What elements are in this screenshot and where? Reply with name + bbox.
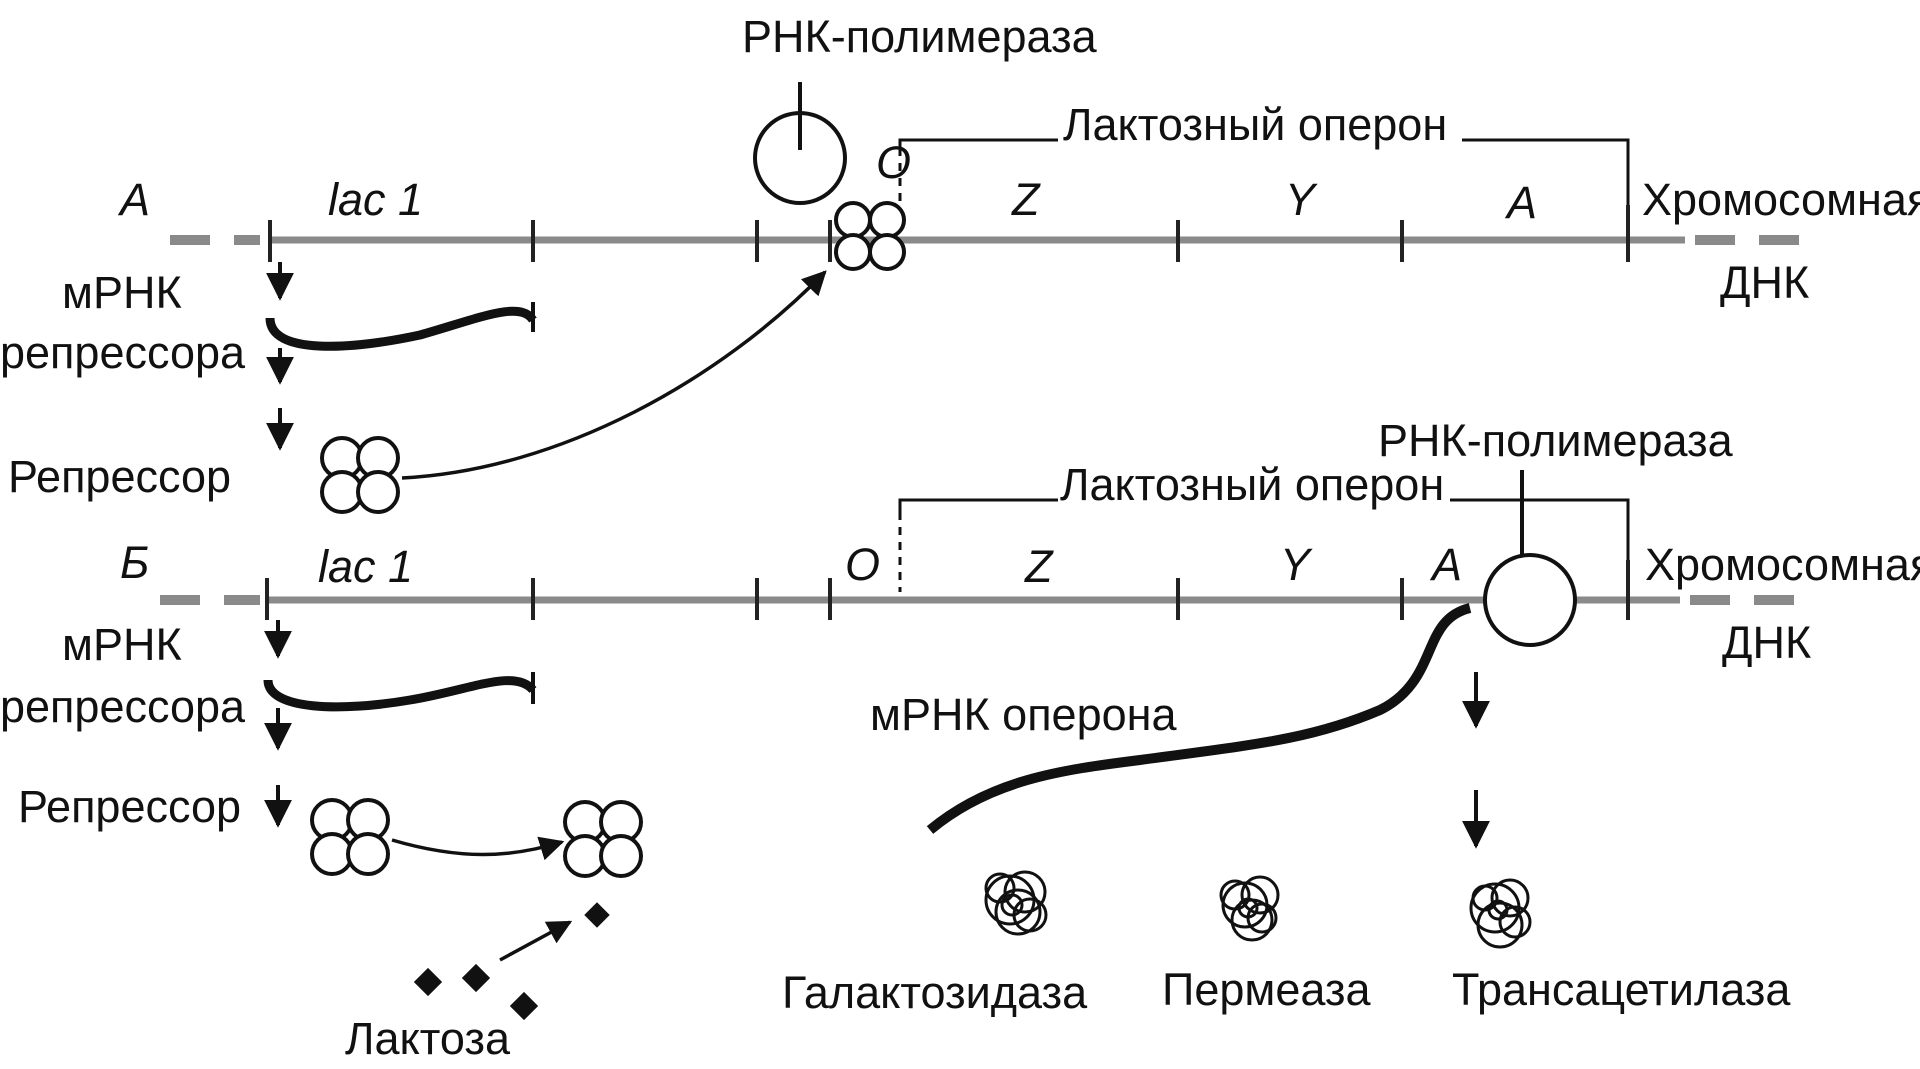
panel-b-dna-label: ДНК — [1722, 617, 1811, 668]
panel-b-lac1-label: lac 1 — [318, 541, 413, 592]
panel-a-bound-repressor-icon — [834, 201, 906, 271]
panel-a-repressor-mrna-icon — [265, 306, 537, 351]
panel-a-polymerase-label: РНК-полимераза — [742, 11, 1098, 62]
protein-transacetylase-label: Трансацетилаза — [1452, 964, 1791, 1015]
panel-b-operon-mrna-label: мРНК оперона — [870, 689, 1177, 740]
panel-a-lac1-label: lac 1 — [328, 174, 423, 225]
panel-a-mrna-repressor-label: репрессора — [0, 327, 246, 378]
panel-a-mrna-label: мРНК — [62, 267, 182, 318]
panel-a-gene-z: Z — [1011, 174, 1041, 225]
panel-a-repressor-icon — [320, 436, 400, 514]
panel-a-dna-label: ДНК — [1720, 257, 1809, 308]
panel-b: Б lac 1 Лактозный оперон O Z Y A РНК-пол… — [0, 415, 1920, 1064]
panel-b-operon-label: Лактозный оперон — [1060, 459, 1444, 510]
panel-b-gene-a: A — [1429, 539, 1462, 590]
panel-b-operator-label: O — [845, 539, 880, 590]
panel-b-gene-y: Y — [1280, 539, 1313, 590]
panel-b-chromosome-label: Хромосомная — [1645, 539, 1920, 590]
panel-b-lactose-label: Лактоза — [345, 1013, 511, 1064]
panel-b-repressor-icon — [310, 798, 390, 876]
panel-b-operon-mrna-icon — [926, 603, 1472, 834]
panel-b-lactose-arrow-icon — [499, 920, 573, 962]
panel-b-mrna-label: мРНК — [62, 619, 182, 670]
panel-b-mrna-repressor-label: репрессора — [0, 681, 246, 732]
panel-a-chromosome-label: Хромосомная — [1642, 174, 1920, 225]
panel-b-ticks — [265, 560, 1630, 620]
panel-a-ticks — [268, 205, 1630, 262]
panel-b-repressor-arrow-icon — [391, 836, 565, 861]
panel-a-operon-bracket — [898, 138, 1630, 230]
panel-b-repressor-mrna-icon — [263, 676, 537, 712]
panel-a-gene-y: Y — [1285, 174, 1318, 225]
panel-a-letter: А — [117, 174, 150, 225]
panel-b-rna-polymerase-icon — [1483, 553, 1577, 647]
protein-transacetylase-icon — [1469, 878, 1532, 949]
protein-permease-label: Пермеаза — [1162, 964, 1372, 1015]
panel-b-letter: Б — [120, 537, 149, 588]
protein-galactosidase-label: Галактозидаза — [782, 967, 1088, 1018]
protein-galactosidase-icon — [984, 870, 1048, 936]
panel-b-polymerase-label: РНК-полимераза — [1378, 415, 1734, 466]
panel-b-gene-z: Z — [1024, 541, 1054, 592]
panel-b-repressor-label: Репрессор — [18, 781, 241, 832]
panel-b-operon-bracket — [898, 498, 1630, 592]
panel-a-binding-arrow-icon — [401, 270, 827, 480]
protein-permease-icon — [1219, 875, 1280, 942]
panel-a-repressor-label: Репрессор — [8, 451, 231, 502]
panel-a-operator-label: O — [876, 137, 911, 188]
panel-a-gene-a: A — [1504, 177, 1537, 228]
panel-a: А lac 1 Лактозный оперон Z Y A O РНК- — [0, 11, 1920, 514]
panel-a-operon-label: Лактозный оперон — [1063, 99, 1447, 150]
panel-b-inactive-repressor-icon — [563, 800, 643, 878]
panel-b-lactose-icon — [413, 902, 610, 1021]
